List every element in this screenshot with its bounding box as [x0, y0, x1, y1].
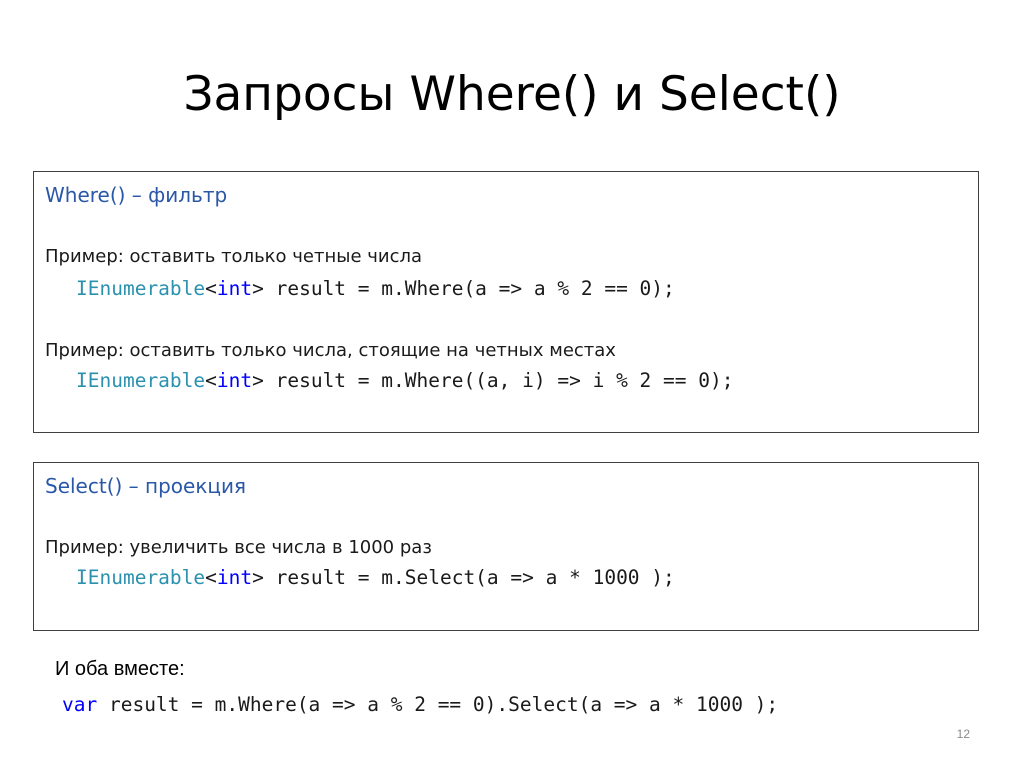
where-example2-code: IEnumerable<int> result = m.Where((a, i)… — [76, 368, 733, 394]
slide-number: 12 — [956, 727, 970, 741]
code-rest: > result = m.Where((a, i) => i % 2 == 0)… — [252, 369, 734, 392]
type-keyword: IEnumerable — [76, 277, 206, 300]
slide-title: Запросы Where() и Select() — [183, 67, 841, 122]
where-heading: Where() – фильтр — [45, 183, 228, 207]
code-rest: > result = m.Where(a => a % 2 == 0); — [252, 277, 675, 300]
generic-keyword: int — [216, 566, 253, 589]
select-heading: Select() – проекция — [45, 474, 247, 498]
code-rest: > result = m.Select(a => a * 1000 ); — [252, 566, 675, 589]
code-angle-open: < — [205, 277, 217, 300]
generic-keyword: int — [216, 369, 253, 392]
combined-code: var result = m.Where(a => a % 2 == 0).Se… — [62, 692, 778, 718]
where-example1-text: Пример: оставить только четные числа — [45, 246, 423, 267]
combined-label: И оба вместе: — [55, 658, 185, 680]
type-keyword: IEnumerable — [76, 369, 206, 392]
code-angle-open: < — [205, 566, 217, 589]
select-example-code: IEnumerable<int> result = m.Select(a => … — [76, 565, 675, 591]
combined-code-rest: result = m.Where(a => a % 2 == 0).Select… — [97, 693, 779, 716]
where-example2-text: Пример: оставить только числа, стоящие н… — [45, 340, 616, 361]
var-keyword: var — [62, 693, 98, 716]
type-keyword: IEnumerable — [76, 566, 206, 589]
code-angle-open: < — [205, 369, 217, 392]
generic-keyword: int — [216, 277, 253, 300]
select-box: Select() – проекция Пример: увеличить вс… — [33, 462, 979, 631]
select-example-text: Пример: увеличить все числа в 1000 раз — [45, 537, 432, 558]
where-example1-code: IEnumerable<int> result = m.Where(a => a… — [76, 276, 675, 302]
where-box: Where() – фильтр Пример: оставить только… — [33, 171, 979, 433]
